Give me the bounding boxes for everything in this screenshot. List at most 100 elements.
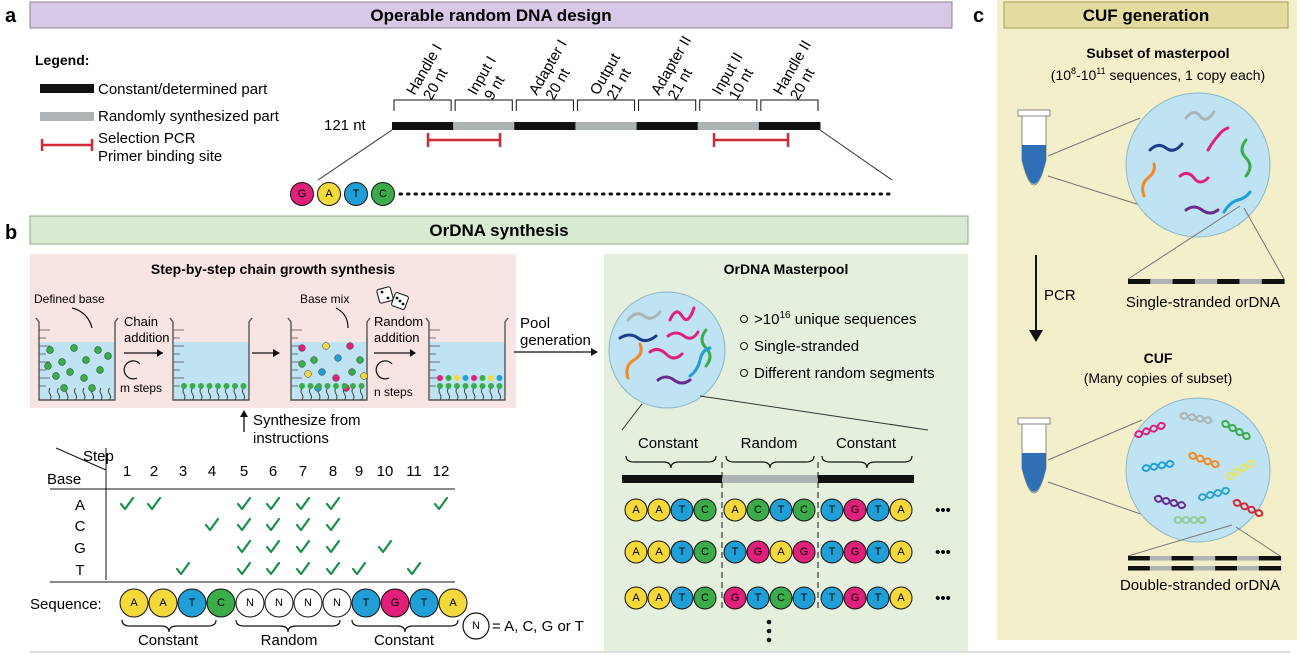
helix-8 — [1197, 486, 1231, 502]
synthesis-title: Step-by-step chain growth synthesis — [151, 261, 395, 277]
cuf-title: CUF — [1144, 350, 1173, 366]
segment-bracket-4 — [576, 99, 636, 111]
mp-brace-3 — [821, 455, 913, 469]
sequence-base-4-circle — [206, 588, 236, 618]
ss-segment-1 — [1128, 279, 1151, 284]
example-base-3-letter: T — [353, 188, 360, 200]
zoom-line-left — [317, 129, 393, 181]
masterpool-title: OrDNA Masterpool — [724, 261, 849, 277]
mp-row-1-base-5-circle — [723, 498, 747, 522]
tether-4-3 — [455, 387, 459, 401]
base-mix-label: Base mix — [300, 292, 349, 306]
mp-row-3-base-3-circle — [670, 586, 694, 610]
tube-icon-bottom — [1017, 417, 1051, 494]
segment-bracket-6 — [699, 99, 758, 111]
helix-9 — [1232, 498, 1264, 518]
step-2: 2 — [150, 463, 158, 480]
tube-zoom-bottom-2 — [1047, 481, 1159, 521]
sequence-base-7-circle — [293, 588, 323, 618]
attached-bead-2-3 — [198, 383, 204, 389]
segment-bracket-7 — [760, 99, 819, 111]
mp-row-1-base-5-letter: A — [731, 504, 739, 516]
brace-constant-1 — [121, 619, 217, 633]
bead-3-8 — [318, 368, 326, 376]
bead-3-9 — [332, 374, 340, 382]
between-arrowhead — [273, 349, 280, 357]
mp-row-3-ellipsis: ••• — [935, 590, 951, 607]
bead-3-1 — [298, 344, 306, 352]
chain-label-2: addition — [124, 330, 170, 345]
sequence-base-12-circle — [438, 588, 468, 618]
helix-3 — [1221, 420, 1251, 440]
attached-bead-3-8 — [358, 383, 365, 389]
bullet-2-marker — [740, 342, 748, 350]
beaker-1 — [35, 317, 119, 401]
mp-row-1-base-1-circle — [624, 498, 648, 522]
panel-c-box — [997, 0, 1297, 640]
tether-3-5 — [334, 387, 338, 401]
segment-bracket-1 — [393, 99, 452, 111]
mp-row-1-base-3-letter: T — [679, 504, 686, 516]
mp-row-3-base-3-letter: T — [679, 592, 686, 604]
mp-row-2-base-2-circle — [647, 540, 671, 564]
attached-bead-4a-3 — [454, 383, 460, 389]
check-A-7 — [295, 496, 311, 511]
panel-c-title: CUF generation — [1083, 6, 1210, 25]
tether-1-1 — [48, 387, 52, 401]
beaker-3 — [287, 317, 371, 401]
masterpool-braces — [625, 455, 913, 469]
seq-constant-label-2: Constant — [374, 632, 435, 649]
ds-zoom-1 — [1127, 524, 1233, 557]
tether-4-4 — [464, 387, 467, 401]
check-A-5 — [236, 496, 252, 511]
mp-row-3-base-8-letter: T — [801, 592, 808, 604]
attached-bead-4b-4 — [462, 375, 469, 381]
sequence-base-10-letter: G — [391, 597, 400, 609]
attached-bead-4a-6 — [479, 383, 486, 389]
subset-strands — [1141, 110, 1252, 215]
mp-row-2-base-1-circle — [624, 540, 648, 564]
bullet-3-marker — [740, 369, 748, 377]
mp-row-1-base-12-letter: A — [897, 504, 905, 516]
sequence-base-6-letter: N — [275, 597, 283, 609]
step-10: 10 — [377, 463, 394, 480]
panel-b-header — [29, 215, 969, 245]
attached-bead-2-6 — [223, 383, 230, 389]
segment-bar-5 — [636, 122, 699, 130]
check-C-4 — [204, 517, 220, 532]
n-legend-letter: N — [472, 620, 480, 632]
helix-4 — [1141, 459, 1175, 473]
mp-row-1-base-2-letter: A — [655, 504, 663, 516]
sequence-base-4-letter: C — [217, 597, 225, 609]
mp-row-3-base-6-letter: T — [755, 592, 762, 604]
subset-count: (108-1011 sequences, 1 copy each) — [1051, 66, 1265, 83]
legend-title: Legend: — [35, 52, 89, 68]
ss-segment-2 — [1150, 279, 1174, 284]
mp-row-2-base-4-letter: C — [701, 546, 709, 558]
bead-1-3 — [70, 344, 78, 352]
helix-6-strand-b — [1225, 460, 1255, 480]
mp-row-3-base-2-circle — [647, 586, 671, 610]
pool-arrowhead — [591, 348, 598, 356]
sequence-label: Sequence: — [30, 596, 102, 613]
ds-segment-2-5 — [1215, 566, 1238, 571]
tether-4-2 — [447, 387, 450, 401]
mp-row-1-base-9-letter: T — [829, 504, 836, 516]
sequence-base-2-letter: A — [159, 597, 167, 609]
c-strand-7 — [1184, 205, 1220, 215]
legend-random-label: Randomly synthesized part — [98, 108, 280, 125]
check-C-7 — [295, 517, 311, 532]
panel-a-title: Operable random DNA design — [370, 6, 611, 25]
c-strand-6 — [1141, 162, 1156, 198]
synth-label-2: instructions — [253, 430, 329, 447]
attached-bead-4a-5 — [471, 383, 477, 389]
tether-3-8 — [360, 387, 363, 401]
tether-2-4 — [208, 387, 211, 401]
cuf-helices — [1133, 411, 1264, 524]
attached-bead-3-6 — [341, 383, 348, 389]
tether-4-5 — [472, 387, 476, 401]
ss-segment-4 — [1194, 279, 1218, 284]
